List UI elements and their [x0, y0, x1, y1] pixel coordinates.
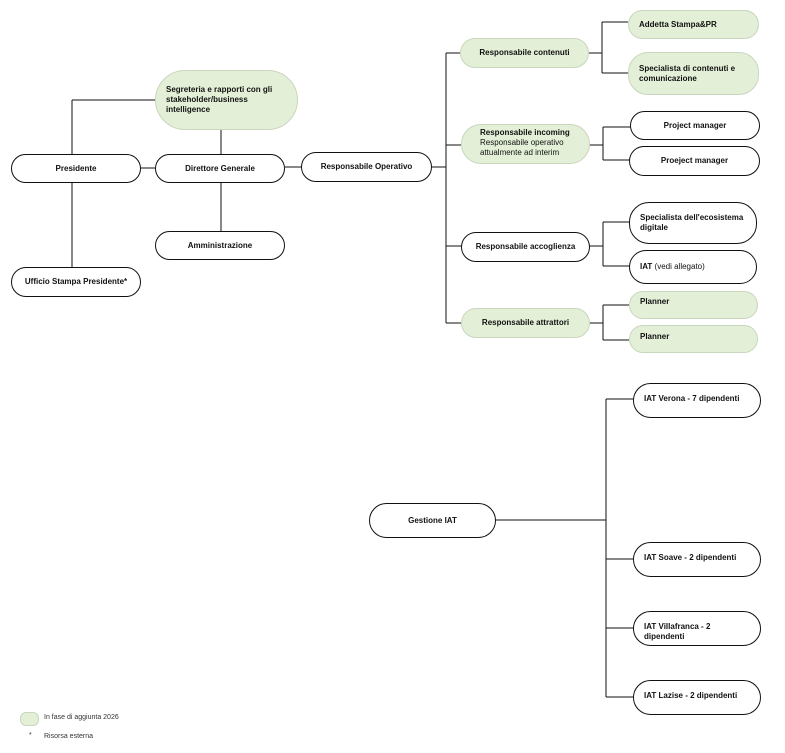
node-iat-verona-label: IAT Verona - 7 dipendenti: [644, 394, 740, 403]
node-resp-contenuti-label: Responsabile contenuti: [479, 48, 570, 57]
node-planner-2-label: Planner: [640, 332, 670, 341]
node-iat-title: IAT: [640, 262, 653, 271]
node-ufficio-stampa: Ufficio Stampa Presidente*: [11, 267, 141, 297]
node-segreteria-label: Segreteria e rapporti con gli stakeholde…: [166, 85, 273, 114]
node-direttore-generale: Direttore Generale: [155, 154, 285, 183]
node-project-manager-1: Project manager: [630, 111, 760, 140]
node-direttore-label: Direttore Generale: [185, 163, 255, 173]
node-amministrazione: Amministrazione: [155, 231, 285, 260]
node-presidente: Presidente: [11, 154, 141, 183]
node-responsabile-accoglienza: Responsabile accoglienza: [461, 232, 590, 262]
node-specialista-contenuti-label: Specialista di contenuti e comunicazione: [639, 63, 736, 83]
legend-new-label: In fase di aggiunta 2026: [44, 714, 119, 721]
node-resp-operativo-label: Responsabile Operativo: [320, 162, 413, 171]
node-addetta-stampa: Addetta Stampa&PR: [628, 10, 759, 39]
node-responsabile-operativo: Responsabile Operativo: [301, 152, 432, 182]
node-iat-lazise-label: IAT Lazise - 2 dipendenti: [644, 691, 738, 700]
legend-new-swatch: [20, 712, 39, 726]
node-project-manager-1-label: Project manager: [663, 120, 727, 130]
node-planner-2: Planner: [629, 325, 758, 353]
node-ufficio-stampa-label: Ufficio Stampa Presidente*: [24, 277, 128, 286]
node-presidente-label: Presidente: [55, 163, 97, 173]
node-resp-incoming-title: Responsabile incoming: [480, 128, 570, 137]
node-resp-accoglienza-label: Responsabile accoglienza: [475, 242, 576, 251]
node-responsabile-contenuti: Responsabile contenuti: [460, 38, 589, 68]
node-addetta-stampa-label: Addetta Stampa&PR: [639, 19, 717, 29]
node-planner-1-label: Planner: [640, 297, 670, 306]
node-iat-soave-label: IAT Soave - 2 dipendenti: [644, 553, 737, 562]
node-responsabile-attrattori: Responsabile attrattori: [461, 308, 590, 338]
node-specialista-ecosistema: Specialista dell'ecosistema digitale: [629, 202, 757, 244]
node-iat-lazise: IAT Lazise - 2 dipendenti: [633, 680, 761, 715]
node-specialista-contenuti: Specialista di contenuti e comunicazione: [628, 52, 759, 95]
legend-asterisk-label: Risorsa esterna: [44, 733, 94, 740]
node-iat-verona: IAT Verona - 7 dipendenti: [633, 383, 761, 418]
node-specialista-ecosistema-label: Specialista dell'ecosistema digitale: [640, 213, 744, 232]
node-iat-villafranca: IAT Villafranca - 2 dipendenti: [633, 611, 761, 646]
node-iat-allegato: IAT (vedi allegato): [629, 250, 757, 284]
legend-asterisk-symbol: *: [29, 732, 32, 739]
node-responsabile-incoming: Responsabile incoming Responsabile opera…: [461, 124, 590, 164]
node-resp-attrattori-label: Responsabile attrattori: [481, 318, 570, 327]
node-segreteria: Segreteria e rapporti con gli stakeholde…: [155, 70, 298, 130]
node-planner-1: Planner: [629, 291, 758, 319]
node-iat-villafranca-label: IAT Villafranca - 2 dipendenti: [644, 622, 711, 641]
node-gestione-iat-label: Gestione IAT: [408, 515, 457, 525]
node-iat-sub: (vedi allegato): [654, 262, 705, 271]
node-resp-incoming-sub: Responsabile operativo attualmente ad in…: [480, 138, 564, 157]
node-amministrazione-label: Amministrazione: [187, 240, 253, 250]
node-iat-soave: IAT Soave - 2 dipendenti: [633, 542, 761, 577]
node-gestione-iat: Gestione IAT: [369, 503, 496, 538]
node-project-manager-2-label: Proeject manager: [660, 156, 729, 165]
node-project-manager-2: Proeject manager: [629, 146, 760, 176]
